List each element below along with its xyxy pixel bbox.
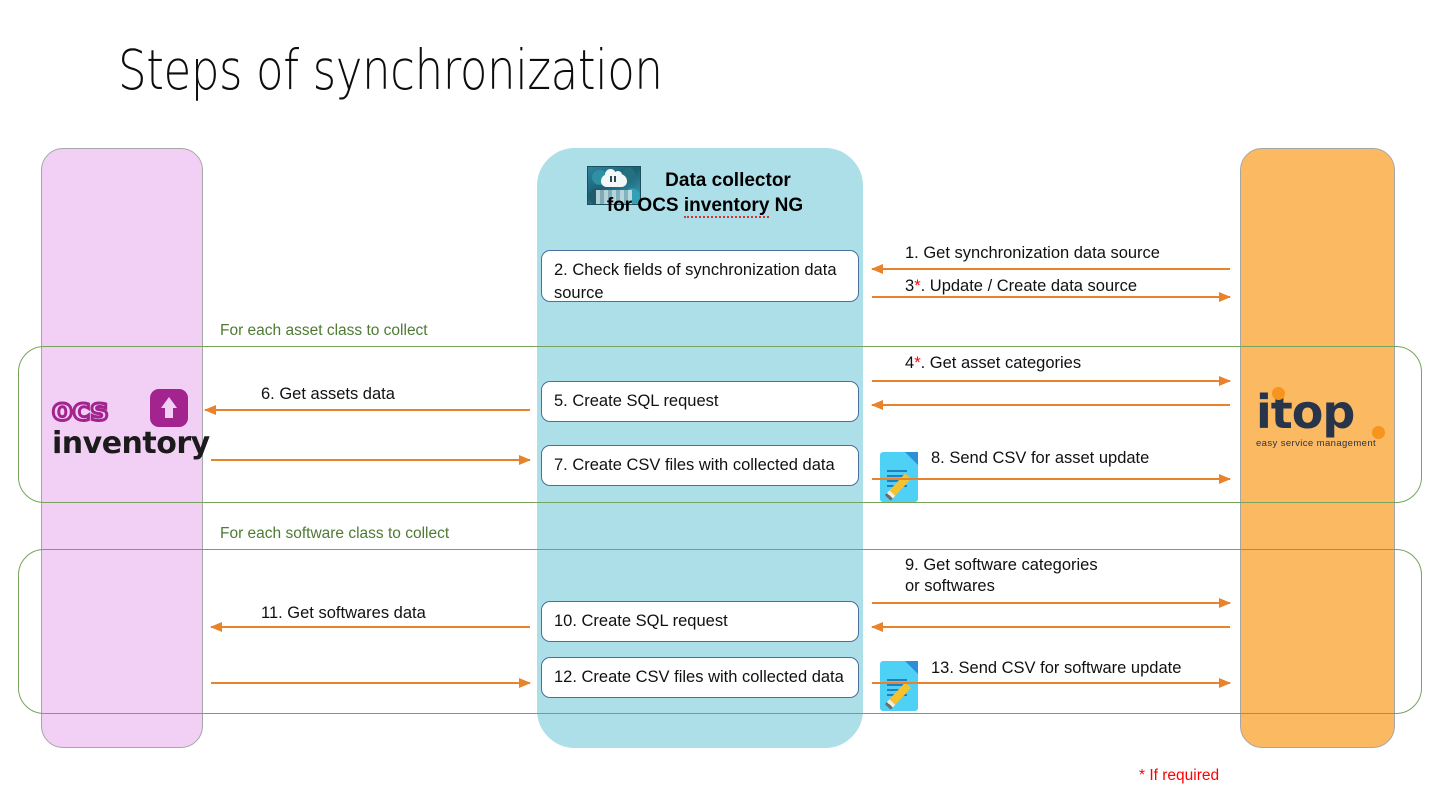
ocs-logo-badge — [150, 389, 188, 427]
step-box-7[interactable]: 7. Create CSV files with collected data — [541, 445, 859, 486]
message-3-prefix: 3 — [905, 277, 915, 295]
message-arrow-9 — [872, 598, 1231, 607]
message-label-6: 6. Get assets data — [261, 385, 395, 403]
message-4-prefix: 4 — [905, 354, 915, 372]
ocs-logo-letters: ocs — [50, 392, 109, 430]
collector-title-prefix: for OCS — [606, 195, 684, 216]
ocs-logo-word: ocs — [50, 392, 109, 430]
message-label-1: 1. Get synchronization data source — [905, 244, 1160, 262]
message-label-9: 9. Get software categories or softwares — [905, 556, 1098, 595]
message-label-3: 3*. Update / Create data source — [905, 276, 1137, 297]
message-label-8: 8. Send CSV for asset update — [931, 449, 1150, 467]
message-arrow-11 — [210, 622, 530, 631]
page-title: Steps of synchronization — [118, 38, 663, 102]
step-box-12[interactable]: 12. Create CSV files with collected data — [541, 657, 859, 698]
csv-file-icon-software — [880, 661, 918, 711]
message-arrow-9-return — [871, 622, 1230, 631]
message-label-4: 4*. Get asset categories — [905, 353, 1081, 374]
step-box-5[interactable]: 5. Create SQL request — [541, 381, 859, 422]
message-arrow-11-return — [211, 678, 531, 687]
collector-title: Data collector for OCS inventory NG — [560, 168, 850, 218]
loop-label-software: For each software class to collect — [220, 525, 450, 542]
footnote-if-required: * If required — [1139, 767, 1220, 784]
lane-itop — [1240, 148, 1395, 748]
loop-label-assets: For each asset class to collect — [220, 322, 428, 339]
message-3-suffix: . Update / Create data source — [920, 277, 1138, 295]
message-arrow-6-return — [211, 455, 531, 464]
message-arrow-4 — [872, 376, 1231, 385]
message-arrow-1 — [871, 263, 1230, 274]
itop-logo-tagline: easy service management — [1256, 438, 1377, 449]
itop-logo-dot-top — [1272, 387, 1285, 400]
message-arrow-4-return — [871, 400, 1230, 409]
message-3-star: * — [914, 277, 921, 295]
message-4-star: * — [914, 354, 921, 372]
collector-title-misspelled: inventory — [683, 195, 770, 218]
message-label-11: 11. Get softwares data — [261, 604, 426, 622]
itop-logo-dot-end — [1372, 426, 1385, 439]
step-box-2[interactable]: 2. Check fields of synchronization data … — [541, 250, 859, 302]
collector-title-line1: Data collector — [665, 170, 791, 191]
message-arrow-6 — [204, 405, 530, 414]
ocs-inventory-logo: ocs inventory — [50, 389, 210, 461]
itop-logo-word: itop — [1256, 385, 1355, 439]
collector-title-suffix: NG — [769, 195, 804, 216]
ocs-logo-subword: inventory — [52, 426, 210, 461]
csv-file-icon-asset — [880, 452, 918, 502]
server-cloud-icon — [587, 166, 641, 205]
message-label-13: 13. Send CSV for software update — [931, 659, 1182, 677]
message-arrow-13 — [872, 678, 1231, 687]
message-arrow-8 — [872, 474, 1231, 483]
collector-title-line2: for OCS inventory NG — [560, 193, 850, 218]
message-4-suffix: . Get asset categories — [920, 354, 1082, 372]
step-box-10[interactable]: 10. Create SQL request — [541, 601, 859, 642]
lane-ocs-inventory — [41, 148, 203, 748]
message-arrow-3 — [872, 291, 1231, 302]
itop-logo: itop easy service management — [1248, 385, 1388, 455]
